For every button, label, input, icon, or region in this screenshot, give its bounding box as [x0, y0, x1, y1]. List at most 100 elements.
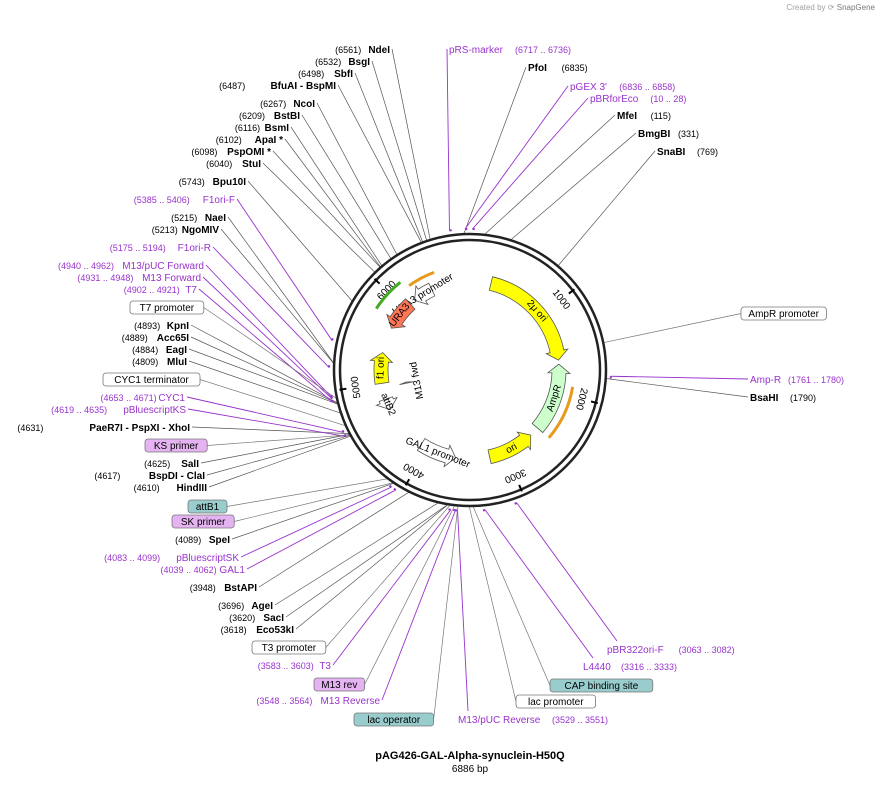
primer-name: M13/pUC Forward — [122, 261, 204, 272]
primer-name: pRS-marker — [449, 45, 504, 56]
feature-label-f1-ori: f1 ori — [375, 357, 387, 379]
enzyme-leader-line — [189, 349, 338, 404]
primer-leader-line — [517, 503, 617, 641]
enzyme-name: NdeI — [368, 45, 390, 56]
enzyme-name: PaeR7I - PspXI - XhoI — [89, 423, 190, 434]
enzyme-position: (115) — [651, 111, 671, 121]
primer-name: pBluescriptSK — [176, 553, 239, 564]
enzyme-name: PspOMI * — [227, 147, 271, 158]
primer-name: T3 — [319, 661, 331, 672]
primer-site-f1ori-f: F1ori-F(5385 .. 5406) — [134, 195, 235, 206]
primer-name: pBR322ori-F — [607, 645, 664, 656]
feature-box-ampr-promoter: AmpR promoter — [741, 307, 826, 320]
enzyme-leader-line — [606, 378, 748, 397]
primer-site-f1ori-r: F1ori-R(5175 .. 5194) — [110, 243, 211, 254]
enzyme-name: Acc65I — [157, 333, 189, 344]
primer-site-t7: T7(4902 .. 4921) — [124, 285, 198, 296]
primer-site-m13-puc-reverse: M13/pUC Reverse(3529 .. 3551) — [458, 715, 608, 726]
primer-site-prs-marker: pRS-marker(6717 .. 6736) — [449, 45, 571, 56]
feature-box-label: AmpR promoter — [748, 309, 819, 320]
enzyme-position: (4089) — [175, 535, 201, 545]
enzyme-leader-line — [275, 502, 439, 605]
primer-leader-line — [447, 49, 449, 230]
enzyme-site-bsmi: BsmI(6116) — [235, 123, 289, 134]
feature-box-attb1: attB1 — [188, 500, 227, 513]
primer-position: (3548 .. 3564) — [256, 696, 312, 706]
enzyme-leader-line — [291, 127, 382, 266]
enzyme-leader-line — [302, 115, 391, 259]
enzyme-position: (4893) — [134, 321, 160, 331]
primer-position: (3529 .. 3551) — [552, 715, 608, 725]
primer-site-pgex-3: pGEX 3' (6836 .. 6858) — [570, 82, 675, 93]
feature-box-label: CAP binding site — [565, 681, 639, 692]
primer-name: pGEX 3' — [570, 82, 607, 93]
enzyme-leader-line — [189, 361, 341, 413]
feature-box-cap-binding-site: CAP binding site — [550, 679, 653, 692]
primer-leader-line — [382, 510, 455, 700]
enzyme-site-naei: NaeI(5215) — [171, 213, 226, 224]
primer-mark-gal1 — [394, 489, 396, 490]
enzyme-name: PfoI — [528, 63, 547, 74]
primer-site-pbrforeco: pBRforEco(10 .. 28) — [590, 94, 686, 105]
enzyme-leader-line — [317, 103, 397, 255]
primer-site-amp-r: Amp-R(1761 .. 1780) — [750, 375, 844, 386]
enzyme-position: (769) — [697, 147, 718, 157]
primer-mark-cyc1 — [343, 430, 344, 432]
feature-leader-line — [365, 505, 455, 684]
primer-position: (4083 .. 4099) — [104, 553, 160, 563]
feature-box-lac-promoter: lac promoter — [516, 695, 596, 708]
enzyme-position: (6487) — [219, 81, 245, 91]
enzyme-site-bsahi: BsaHI(1790) — [750, 393, 816, 404]
primer-site-m13-reverse: M13 Reverse(3548 .. 3564) — [256, 696, 380, 707]
enzyme-name: BmgBI — [638, 129, 670, 140]
primer-name: M13 Forward — [142, 273, 201, 284]
primer-name: Amp-R — [750, 375, 781, 386]
snapgene-credit: Created by ⟳ SnapGene — [786, 3, 875, 12]
primer-mark-t7 — [332, 400, 333, 402]
primer-leader-line — [611, 376, 748, 379]
enzyme-leader-line — [296, 504, 448, 629]
feature-leader-line — [200, 380, 346, 426]
primer-position: (4940 .. 4962) — [58, 261, 114, 271]
primer-site-cyc1: CYC1(4653 .. 4671) — [101, 393, 186, 404]
enzyme-leader-line — [464, 67, 526, 234]
enzyme-name: NcoI — [293, 99, 315, 110]
feature-box-t3-promoter: T3 promoter — [252, 641, 326, 654]
enzyme-leader-line — [201, 434, 350, 463]
feature-leader-line — [234, 483, 394, 522]
enzyme-site-apai: ApaI *(6102) — [216, 135, 283, 146]
enzyme-name: NgoMIV — [182, 225, 220, 236]
map-title: pAG426-GAL-Alpha-synuclein-H50Q — [375, 750, 565, 762]
primer-site-l4440: L4440(3316 .. 3333) — [583, 662, 677, 673]
enzyme-site-agei: AgeI(3696) — [218, 601, 273, 612]
feature-leader-line — [603, 314, 741, 343]
enzyme-name: HindIII — [176, 483, 207, 494]
enzyme-leader-line — [191, 325, 338, 403]
enzyme-name: Eco53kI — [256, 625, 294, 636]
enzyme-position: (5743) — [179, 177, 205, 187]
enzyme-site-bspdi-clai: BspDI - ClaI(4617) — [94, 471, 205, 482]
primer-position: (6836 .. 6858) — [619, 82, 675, 92]
feature-box-label: T7 promoter — [140, 303, 195, 314]
primer-leader-line — [237, 199, 332, 341]
enzyme-position: (6498) — [298, 69, 324, 79]
feature-leader-line — [434, 505, 458, 719]
tick-label-4000: 4000 — [401, 460, 426, 481]
primer-leader-line — [458, 510, 468, 711]
feature-box-label: T3 promoter — [262, 643, 317, 654]
enzyme-site-bsgi: BsgI(6532) — [315, 57, 370, 68]
enzyme-position: (6098) — [191, 147, 217, 157]
feature-box-label: M13 rev — [321, 680, 357, 691]
enzyme-name: Bpu10I — [213, 177, 247, 188]
enzyme-name: SnaBI — [657, 147, 686, 158]
enzyme-name: BsmI — [265, 123, 290, 134]
enzyme-site-mfei: MfeI(115) — [617, 111, 671, 122]
enzyme-name: BspDI - ClaI — [149, 471, 205, 482]
enzyme-name: BstAPI — [224, 583, 257, 594]
enzyme-position: (6040) — [206, 159, 232, 169]
enzyme-leader-line — [285, 139, 381, 267]
enzyme-position: (4809) — [132, 357, 158, 367]
